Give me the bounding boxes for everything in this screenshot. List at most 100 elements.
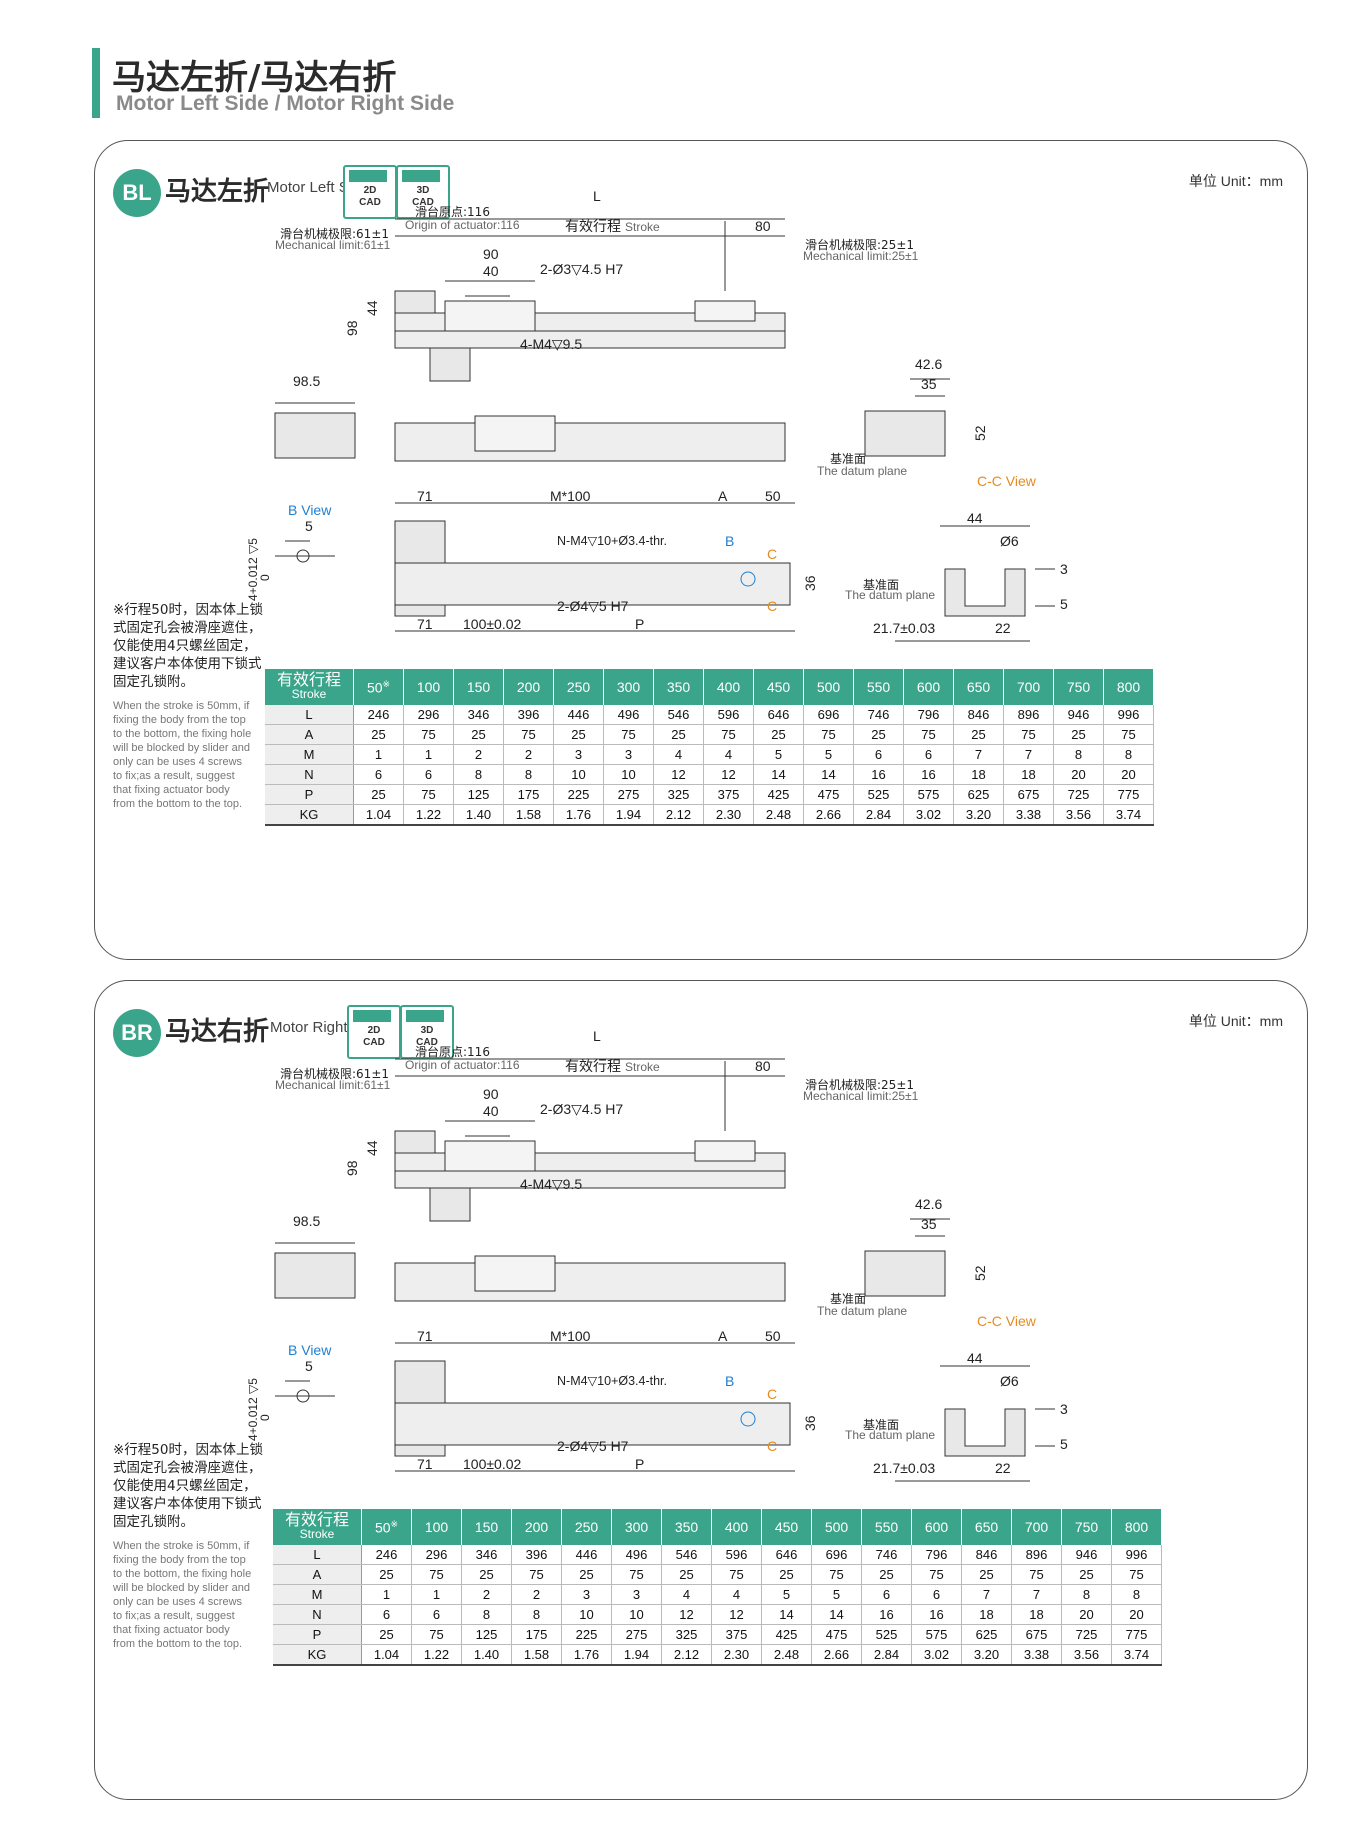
dim-98-5: 98.5 [293,1213,320,1229]
table-cell: 325 [653,784,704,805]
dim-L: L [593,188,601,204]
table-cell: 20 [1111,1604,1162,1625]
table-cell: 75 [803,724,854,745]
section-badge: BR [113,1009,161,1057]
table-cell: 275 [611,1624,662,1645]
table-cell: 896 [1011,1545,1062,1565]
table-cell: 75 [1103,724,1154,745]
tolerance-zero: 0 [258,1414,272,1421]
table-cell: 946 [1061,1545,1112,1565]
row-label: KG [273,1644,362,1666]
stroke-col-750: 750 [1061,1509,1112,1545]
dim-100: 100±0.02 [463,616,522,632]
dim-40: 40 [483,263,499,279]
table-cell: 896 [1003,705,1054,725]
dim-52: 52 [972,425,988,441]
table-cell: 2 [503,744,554,765]
table-cell: 8 [1103,744,1154,765]
cad-2d-label: 2D CAD [363,1025,385,1048]
dim-3: 3 [1060,1401,1068,1417]
note-en: When the stroke is 50mm, if fixing the b… [113,1540,252,1650]
table-cell: 2 [511,1584,562,1605]
dim-44: 44 [364,300,380,316]
table-cell: 1 [361,1584,412,1605]
table-cell: 996 [1103,705,1154,725]
mech-left-en: Mechanical limit:61±1 [275,1078,391,1092]
table-cell: 275 [603,784,654,805]
dim-5-cc: 5 [1060,1436,1068,1452]
table-cell: 20 [1103,764,1154,785]
c-marker-bottom: C [767,598,777,614]
holes-2-d4: 2-Ø4▽5 H7 [557,598,629,614]
table-cell: 846 [961,1545,1012,1565]
cad-3d-icon[interactable]: 3D CAD [400,1005,454,1059]
table-cell: 12 [661,1604,712,1625]
note-cn: ※行程50时，因本体上锁式固定孔会被滑座遮住，仅能使用4只螺丝固定，建议客户本体… [113,602,263,690]
origin-en: Origin of actuator:116 [405,218,520,232]
dim-m100: M*100 [550,488,591,504]
section-motor-right: BR 马达右折 Motor Right Side 2D CAD 3D CAD 单… [94,980,1308,1800]
table-cell: 296 [411,1545,462,1565]
cad-2d-icon[interactable]: 2D CAD [347,1005,401,1059]
datum-en-2: The datum plane [845,1428,935,1442]
table-cell: 246 [361,1545,412,1565]
table-cell: 75 [1003,724,1054,745]
table-cell: 14 [761,1604,812,1625]
dim-35: 35 [921,376,937,392]
table-cell: 2.48 [761,1644,812,1666]
row-label: A [265,724,354,745]
dim-A: A [718,1328,728,1344]
table-cell: 8 [511,1604,562,1625]
table-cell: 25 [1053,724,1104,745]
dim-21-7: 21.7±0.03 [873,1460,935,1476]
stroke-col-350: 350 [653,669,704,705]
c-marker-top: C [767,1386,777,1402]
row-label: N [273,1604,362,1625]
technical-drawing: L 滑台原点:116 Origin of actuator:116 有效行程 S… [246,1028,1068,1482]
table-cell: 2.66 [811,1644,862,1666]
table-cell: 75 [503,724,554,745]
table-cell: 625 [953,784,1004,805]
table-cell: 2.84 [861,1644,912,1666]
stroke-col-650: 650 [961,1509,1012,1545]
header-accent-bar [92,48,100,118]
stroke-col-250: 250 [561,1509,612,1545]
stroke-col-400: 400 [711,1509,762,1545]
row-label: A [273,1564,362,1585]
table-cell: 75 [611,1564,662,1585]
mech-left-cn: 滑台机械极限:61±1 [280,1066,389,1081]
stroke-cn: 有效行程 [565,1059,621,1075]
table-cell: 175 [511,1624,562,1645]
dim-98: 98 [344,320,360,336]
note-cn: ※行程50时，因本体上锁式固定孔会被滑座遮住，仅能使用4只螺丝固定，建议客户本体… [113,1442,263,1530]
cad-2d-icon[interactable]: 2D CAD [343,165,397,219]
cad-3d-icon[interactable]: 3D CAD [396,165,450,219]
table-cell: 396 [511,1545,562,1565]
section-badge: BL [113,169,161,217]
stroke-col-200: 200 [503,669,554,705]
table-cell: 3.56 [1061,1644,1112,1666]
table-cell: 796 [903,705,954,725]
stroke-col-800: 800 [1111,1509,1162,1545]
section-motor-left: BL 马达左折 Motor Left Side 2D CAD 3D CAD 单位… [94,140,1308,960]
table-cell: 25 [753,724,804,745]
table-cell: 425 [753,784,804,805]
origin-en: Origin of actuator:116 [405,1058,520,1072]
table-cell: 496 [603,705,654,725]
dim-3: 3 [1060,561,1068,577]
dim-d6: Ø6 [1000,533,1019,549]
table-cell: 6 [403,764,454,785]
stroke-col-150: 150 [453,669,504,705]
dim-71-top: 71 [417,488,433,504]
b-view-label: B View [288,502,332,518]
stroke-col-400: 400 [703,669,754,705]
table-cell: 675 [1011,1624,1062,1645]
tolerance: 4+0.012 ▽5 [246,538,260,601]
table-cell: 2.84 [853,804,904,826]
b-marker: B [725,533,734,549]
table-cell: 18 [953,764,1004,785]
